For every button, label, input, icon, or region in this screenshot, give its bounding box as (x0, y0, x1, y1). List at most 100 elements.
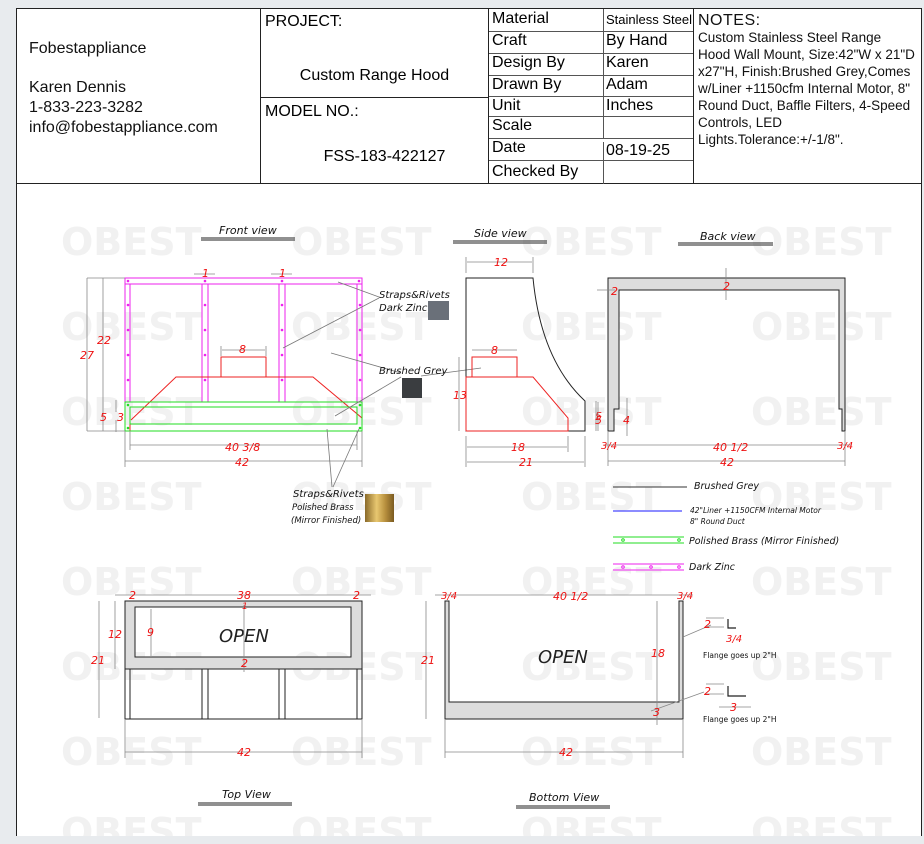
svg-text:38: 38 (237, 589, 251, 602)
svg-text:18: 18 (511, 441, 525, 454)
svg-text:OBEST: OBEST (291, 475, 432, 519)
svg-text:42: 42 (720, 456, 734, 469)
callout-brass: Polished Brass (292, 503, 354, 513)
svg-text:12: 12 (108, 628, 122, 641)
spec-value: 08-19-25 (603, 142, 670, 164)
svg-text:OBEST: OBEST (751, 220, 892, 264)
spec-row: Date 08-19-25 (489, 138, 693, 164)
legend-liner: 42"Liner +1150CFM Internal Motor (690, 506, 822, 515)
spec-table: Material Stainless Steel Craft By Hand Des… (489, 9, 693, 184)
spec-value: Inches (603, 97, 653, 117)
svg-text:5: 5 (595, 414, 602, 427)
svg-text:OBEST: OBEST (751, 475, 892, 519)
spec-label: Checked By (492, 163, 579, 180)
bottom-dimensions: 3/4 40 1/2 3/4 21 18 3 42 2 3/4 2 3 (421, 590, 742, 759)
flange-note-side: Flange goes up 2"H (703, 651, 777, 660)
svg-text:1: 1 (202, 267, 209, 280)
model-value: FSS-183-422127 (323, 148, 446, 165)
top-view-title: Top View (222, 788, 271, 801)
svg-text:OBEST: OBEST (521, 475, 662, 519)
side-dimensions: 12 8 13 5 18 21 (453, 256, 602, 469)
svg-text:OBEST: OBEST (291, 220, 432, 264)
svg-text:3: 3 (117, 411, 124, 424)
front-dimensions: 1 1 8 27 22 5 3 40 3/8 42 (80, 267, 286, 469)
material-callouts: Straps&Rivets Dark Zinc Brushed Grey Str… (291, 290, 450, 526)
company-name: Fobestappliance (29, 40, 147, 57)
notes-cell: NOTES: Custom Stainless Steel Range Hood… (693, 9, 921, 183)
svg-text:OBEST: OBEST (61, 390, 202, 434)
spec-label: Scale (492, 117, 533, 134)
svg-text:OBEST: OBEST (291, 560, 432, 604)
svg-text:8: 8 (239, 343, 246, 356)
spec-row: Craft By Hand (489, 31, 693, 54)
svg-text:OBEST: OBEST (751, 730, 892, 774)
svg-text:3/4: 3/4 (601, 441, 617, 452)
callout-brass-title: Straps&Rivets (293, 489, 364, 500)
legend-duct: 8" Round Duct (690, 517, 746, 526)
spec-row: Material Stainless Steel (489, 9, 693, 32)
svg-text:3/4: 3/4 (441, 591, 457, 602)
svg-text:42: 42 (237, 746, 251, 759)
svg-text:OBEST: OBEST (61, 220, 202, 264)
svg-text:2: 2 (723, 280, 730, 293)
spec-label: Design By (492, 54, 565, 71)
svg-text:3/4: 3/4 (677, 591, 693, 602)
svg-text:2: 2 (704, 618, 711, 631)
svg-text:3/4: 3/4 (837, 441, 853, 452)
polished-brass-swatch (365, 494, 394, 522)
notes-title: NOTES: (698, 12, 761, 29)
top-dimensions: 2 38 2 1 2 9 12 21 42 (91, 589, 360, 759)
svg-text:8: 8 (491, 344, 498, 357)
spec-label: Date (492, 139, 526, 156)
svg-text:42: 42 (559, 746, 573, 759)
bottom-view: OPEN 3/4 40 1/2 3/4 21 18 3 (421, 590, 777, 759)
spec-row: Unit Inches (489, 96, 693, 117)
bottom-open-label: OPEN (538, 647, 588, 668)
svg-text:2: 2 (611, 285, 618, 298)
back-view-title: Back view (700, 230, 756, 243)
svg-text:18: 18 (651, 647, 665, 660)
view-titles: Front view Side view Back view Top View … (198, 224, 773, 809)
svg-text:2: 2 (353, 589, 360, 602)
legend-dark-zinc: Dark Zinc (689, 562, 736, 573)
svg-text:21: 21 (91, 654, 105, 667)
svg-text:OBEST: OBEST (61, 560, 202, 604)
material-legend: Brushed Grey 42"Liner +1150CFM Internal … (613, 481, 839, 573)
model-cell: MODEL NO.: FSS-183-422127 (261, 98, 489, 183)
svg-text:OBEST: OBEST (521, 390, 662, 434)
spec-label: Material (492, 10, 549, 27)
legend-polished-brass: Polished Brass (Mirror Finished) (689, 536, 839, 547)
svg-text:3/4: 3/4 (726, 634, 742, 645)
svg-text:2: 2 (241, 657, 248, 670)
svg-text:5: 5 (100, 411, 107, 424)
spec-value: Adam (603, 76, 648, 97)
svg-text:OBEST: OBEST (521, 305, 662, 349)
spec-label: Craft (492, 32, 527, 49)
svg-text:22: 22 (97, 334, 111, 347)
svg-text:40 3/8: 40 3/8 (225, 441, 260, 454)
svg-text:21: 21 (519, 456, 533, 469)
spec-value: By Hand (603, 32, 667, 54)
callout-brushed-grey: Brushed Grey (379, 366, 449, 377)
svg-text:OBEST: OBEST (291, 305, 432, 349)
svg-text:4: 4 (623, 414, 630, 427)
title-block: Fobestappliance Karen Dennis 1-833-223-3… (17, 8, 921, 184)
spec-label: Unit (492, 97, 521, 114)
spec-row: Scale (489, 116, 693, 139)
svg-text:3: 3 (730, 701, 737, 714)
front-view-title: Front view (219, 224, 277, 237)
svg-text:5: 5 (595, 410, 602, 423)
spec-value (603, 117, 606, 139)
company-info: Fobestappliance Karen Dennis 1-833-223-3… (17, 9, 261, 183)
spec-value: Stainless Steel (603, 9, 692, 31)
technical-drawing: OBEST OBEST OBEST OBEST OBEST OBEST OBEST OBES… (61, 220, 892, 844)
watermark-layer: OBEST OBEST OBEST OBEST OBEST OBEST OBEST OBES… (61, 220, 892, 844)
svg-text:40 1/2: 40 1/2 (713, 441, 748, 454)
project-cell: PROJECT: Custom Range Hood (261, 9, 489, 98)
viewer-bottom-bar (0, 836, 924, 844)
back-view: 2 2 5 4 3/4 40 1/2 3/4 42 (595, 268, 853, 469)
callout-dark-zinc-title: Straps&Rivets (379, 290, 450, 301)
legend-brushed-grey: Brushed Grey (694, 481, 759, 492)
side-view-title: Side view (474, 227, 527, 240)
